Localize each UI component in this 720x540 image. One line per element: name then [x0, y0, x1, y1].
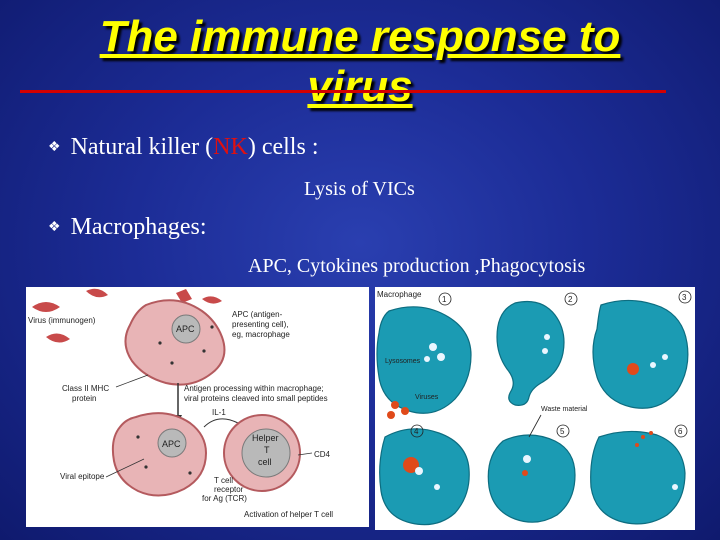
macrophage-step-4: [379, 428, 470, 526]
svg-text:4: 4: [414, 427, 419, 436]
label-helper-1: Helper: [252, 433, 279, 443]
macrophages-detail: APC, Cytokines production ,Phagocytosis: [248, 255, 586, 277]
svg-text:1: 1: [442, 295, 447, 304]
engulfed-virus-step-3: [627, 363, 639, 375]
bullet-nk-cells: ❖ Natural killer (NK) cells :: [48, 134, 318, 161]
phagocytosis-diagram-svg: Macrophage Lysosomes Viruses 1 2 3 4 Was…: [376, 290, 692, 526]
label-apc-note-1: APC (antigen-: [232, 310, 283, 319]
svg-text:2: 2: [568, 295, 573, 304]
label-activation: Activation of helper T cell: [244, 510, 333, 519]
label-tcr-3: for Ag (TCR): [202, 494, 247, 503]
label-tcr-2: receptor: [214, 485, 244, 494]
apc-top-cell: [124, 299, 226, 386]
macrophage-step-5: [487, 434, 576, 523]
label-waste: Waste material: [541, 406, 588, 413]
label-tcr-1: T cell: [214, 476, 233, 485]
macrophage-step-3: [592, 299, 689, 409]
label-proc-1: Antigen processing within macrophage;: [184, 384, 324, 393]
label-proc-2: viral proteins cleaved into small peptid…: [184, 394, 328, 403]
bullet-macrophages: ❖ Macrophages:: [48, 214, 207, 241]
label-helper-3: cell: [258, 457, 272, 467]
svg-text:6: 6: [678, 427, 683, 436]
apc-diagram-svg: Virus (immunogen) APC APC (antigen- pres…: [28, 288, 333, 519]
bullet-macrophages-text: Macrophages:: [70, 214, 207, 240]
title-line-2: virus: [307, 62, 413, 111]
macrophage-step-1: [376, 306, 472, 414]
title-divider: [20, 90, 666, 93]
label-apc-top: APC: [176, 324, 195, 334]
virus-particles: [32, 288, 222, 343]
label-mhc-2: protein: [72, 394, 96, 403]
label-viruses: Viruses: [415, 394, 439, 401]
label-helper-2: T: [264, 445, 270, 455]
label-il1: IL-1: [212, 408, 226, 417]
label-mhc-1: Class II MHC: [62, 384, 109, 393]
bullet-diamond-icon: ❖: [48, 140, 61, 155]
macrophage-step-6: [590, 430, 686, 525]
svg-text:5: 5: [560, 427, 565, 436]
label-epitope: Viral epitope: [60, 472, 105, 481]
nk-detail: Lysis of VICs: [304, 178, 415, 200]
apc-top-nucleus: [171, 314, 201, 344]
label-macrophage: Macrophage: [377, 290, 422, 299]
helper-t-nucleus: [241, 428, 291, 478]
apc-bottom-nucleus: [157, 428, 187, 458]
label-cd4: CD4: [314, 450, 331, 459]
bullet-nk-text: Natural killer (NK) cells :: [70, 134, 319, 160]
label-lysosomes: Lysosomes: [385, 358, 421, 365]
virus-particles-step-1: [387, 401, 409, 419]
apc-bottom-cell: [111, 412, 208, 497]
phagocytosis-diagram: Macrophage Lysosomes Viruses 1 2 3 4 Was…: [375, 287, 695, 530]
label-apc-bottom: APC: [162, 439, 181, 449]
label-apc-note-2: presenting cell),: [232, 320, 288, 329]
svg-text:3: 3: [682, 293, 687, 302]
title-line-1: The immune response to: [99, 12, 621, 61]
label-apc-note-3: eg, macrophage: [232, 330, 290, 339]
label-virus: Virus (immunogen): [28, 316, 96, 325]
bullet-diamond-icon: ❖: [48, 220, 61, 235]
macrophage-step-2: [496, 300, 565, 406]
apc-diagram: Virus (immunogen) APC APC (antigen- pres…: [26, 287, 369, 527]
slide-title: The immune response to virus: [0, 12, 720, 112]
